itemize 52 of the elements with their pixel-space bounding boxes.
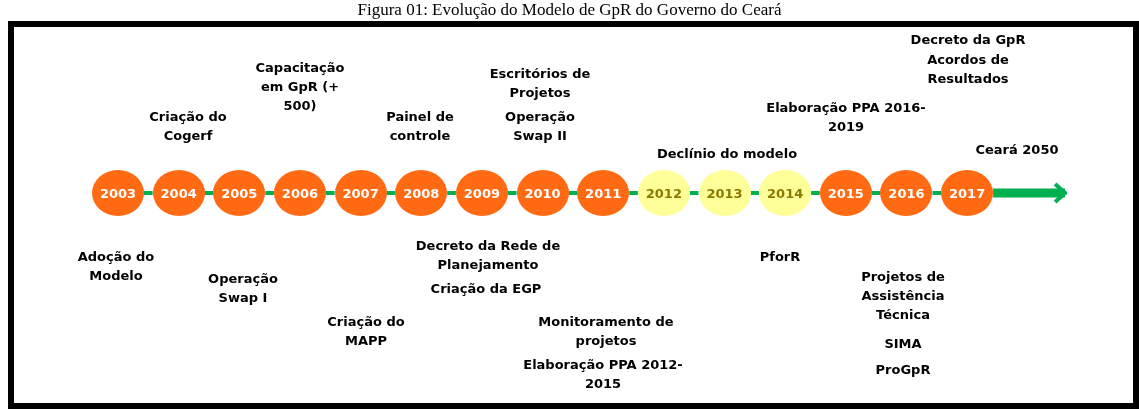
year-circle: 2006 [273,170,326,216]
connector-line [265,191,274,195]
event-label: ProGpR [874,361,932,379]
connector-line [871,191,881,195]
event-label: Operação Swap II [504,108,576,145]
year-circle: 2011 [577,170,630,216]
event-label: Ceará 2050 [974,141,1060,159]
event-label: Escritórios de Projetos [488,65,592,102]
event-label: PforR [758,248,802,266]
connector-line [750,191,760,195]
event-label: Capacitação em GpR (+ 500) [254,59,346,115]
connector-line [507,191,517,195]
year-circle: 2014 [759,170,812,216]
year-circle: 2015 [819,170,872,216]
event-label: Adoção do Modelo [76,248,156,285]
event-label: Decreto da Rede de Planejamento [414,237,562,274]
year-circle: 2017 [941,170,994,216]
connector-line [568,191,578,195]
year-circle: 2012 [637,170,690,216]
year-circle: 2005 [213,170,266,216]
event-label: Monitoramento de projetos [537,313,675,350]
connector-line [144,191,153,195]
event-label: Painel de controle [385,108,455,145]
connector-line [932,191,942,195]
event-label: Elaboração PPA 2016-2019 [766,99,926,136]
year-circle: 2007 [334,170,387,216]
year-circle: 2016 [880,170,933,216]
event-label: Criação do Cogerf [148,108,228,145]
event-label: Acordos de Resultados [926,51,1010,88]
event-label: Projetos de Assistência Técnica [860,268,946,324]
event-label: Elaboração PPA 2012-2015 [523,356,683,393]
connector-line [811,191,820,195]
connector-line [629,191,638,195]
event-label: SIMA [883,335,923,353]
event-label: Criação da EGP [429,280,543,298]
event-label: Criação do MAPP [326,313,406,350]
year-circle: 2010 [516,170,569,216]
year-circle: 2013 [698,170,751,216]
connector-line [689,191,699,195]
event-label: Operação Swap I [207,270,279,307]
year-circle: 2004 [152,170,205,216]
arrow [993,182,1068,204]
connector-line [204,191,214,195]
connector-line [447,191,456,195]
year-circle: 2003 [92,170,144,216]
figure-title: Figura 01: Evolução do Modelo de GpR do Governo do Ceará [356,0,783,20]
year-circle: 2008 [395,170,448,216]
connector-line [386,191,396,195]
connector-line [325,191,335,195]
year-circle: 2009 [455,170,508,216]
event-label: Declínio do modelo [655,145,799,163]
event-label: Decreto da GpR [909,31,1027,49]
